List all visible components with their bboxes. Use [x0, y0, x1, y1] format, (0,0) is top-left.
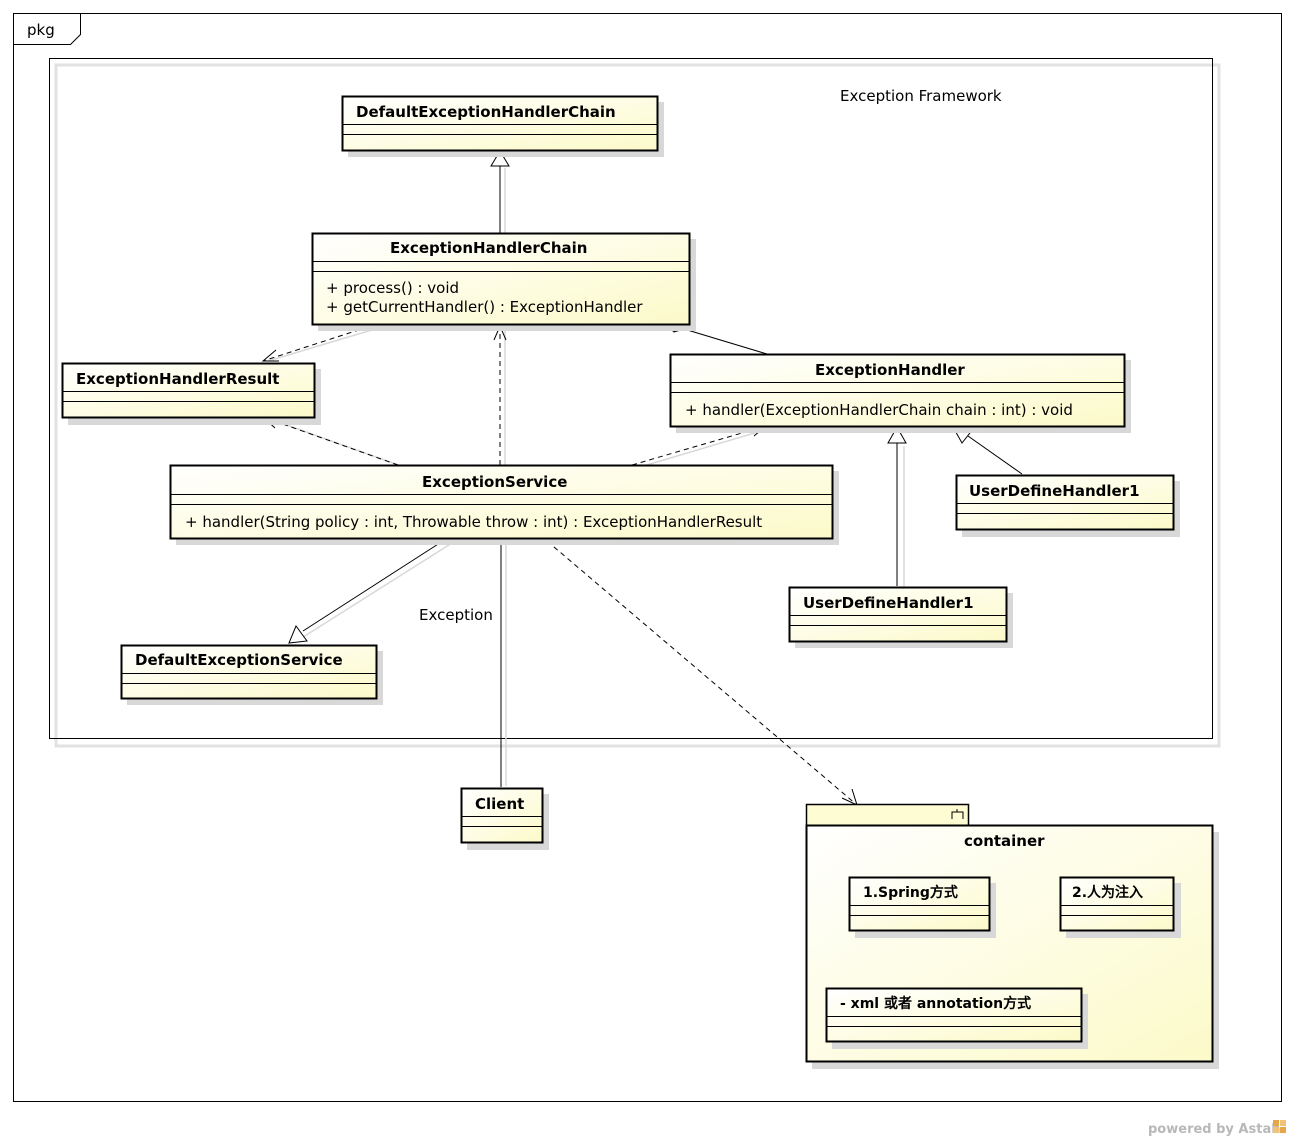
package-icon — [951, 809, 964, 819]
class-name: DefaultExceptionHandlerChain — [356, 103, 616, 121]
package-container[interactable]: container 1.Spring方式 2.人为注入 - xml 或者 ann… — [805, 803, 1220, 1070]
class-user-define-handler-b[interactable]: UserDefineHandler1 — [788, 586, 1014, 649]
class-name: UserDefineHandler1 — [969, 482, 1140, 500]
class-name: ExceptionHandlerResult — [76, 370, 279, 388]
class-name: UserDefineHandler1 — [803, 594, 974, 612]
pkg-frame: pkg — [13, 13, 1282, 1102]
item-label: 2.人为注入 — [1072, 884, 1143, 901]
dependency-service-to-container — [546, 540, 858, 806]
composition-handler-to-chain — [683, 328, 768, 355]
generalization-arrowhead — [490, 150, 510, 167]
container-item-xml-annotation[interactable]: - xml 或者 annotation方式 — [825, 987, 1089, 1050]
container-name: container — [964, 832, 1045, 850]
boundary-label: Exception Framework — [840, 87, 1002, 105]
class-name: Client — [475, 795, 524, 813]
container-item-spring[interactable]: 1.Spring方式 — [848, 876, 997, 939]
class-name: ExceptionHandlerChain — [390, 239, 587, 257]
powered-by-footer: powered by Astah — [1148, 1120, 1286, 1137]
container-item-manual[interactable]: 2.人为注入 — [1059, 876, 1182, 939]
generalization-user-handler-a — [967, 435, 1023, 475]
exception-framework-boundary: Exception Framework — [49, 58, 1221, 748]
association-label: Exception — [419, 606, 493, 624]
class-default-exception-handler-chain[interactable]: DefaultExceptionHandlerChain — [341, 95, 665, 158]
class-name: DefaultExceptionService — [135, 651, 343, 669]
footer-text: powered by Astah — [1148, 1122, 1280, 1137]
class-exception-service[interactable]: ExceptionService + handler(String policy… — [169, 464, 840, 546]
astah-logo-icon — [1273, 1120, 1286, 1133]
item-label: 1.Spring方式 — [863, 884, 958, 901]
class-exception-handler-chain[interactable]: ExceptionHandlerChain + process() : void… — [311, 232, 697, 332]
operation-get-current-handler: + getCurrentHandler() : ExceptionHandler — [326, 298, 643, 316]
item-label: - xml 或者 annotation方式 — [840, 995, 1031, 1012]
class-client[interactable]: Client — [460, 787, 550, 851]
class-name: ExceptionHandler — [815, 361, 965, 379]
operation-process: + process() : void — [326, 279, 459, 297]
class-exception-handler-result[interactable]: ExceptionHandlerResult — [61, 362, 322, 426]
generalization-default-service — [302, 538, 447, 632]
class-default-exception-service[interactable]: DefaultExceptionService — [120, 644, 384, 706]
class-name: ExceptionService — [422, 473, 567, 491]
operation-handler: + handler(ExceptionHandlerChain chain : … — [685, 401, 1073, 419]
pkg-frame-label: pkg — [27, 21, 55, 39]
class-user-define-handler-a[interactable]: UserDefineHandler1 — [955, 474, 1181, 538]
operation-service-handler: + handler(String policy : int, Throwable… — [185, 513, 762, 531]
class-exception-handler[interactable]: ExceptionHandler + handler(ExceptionHand… — [669, 353, 1132, 434]
